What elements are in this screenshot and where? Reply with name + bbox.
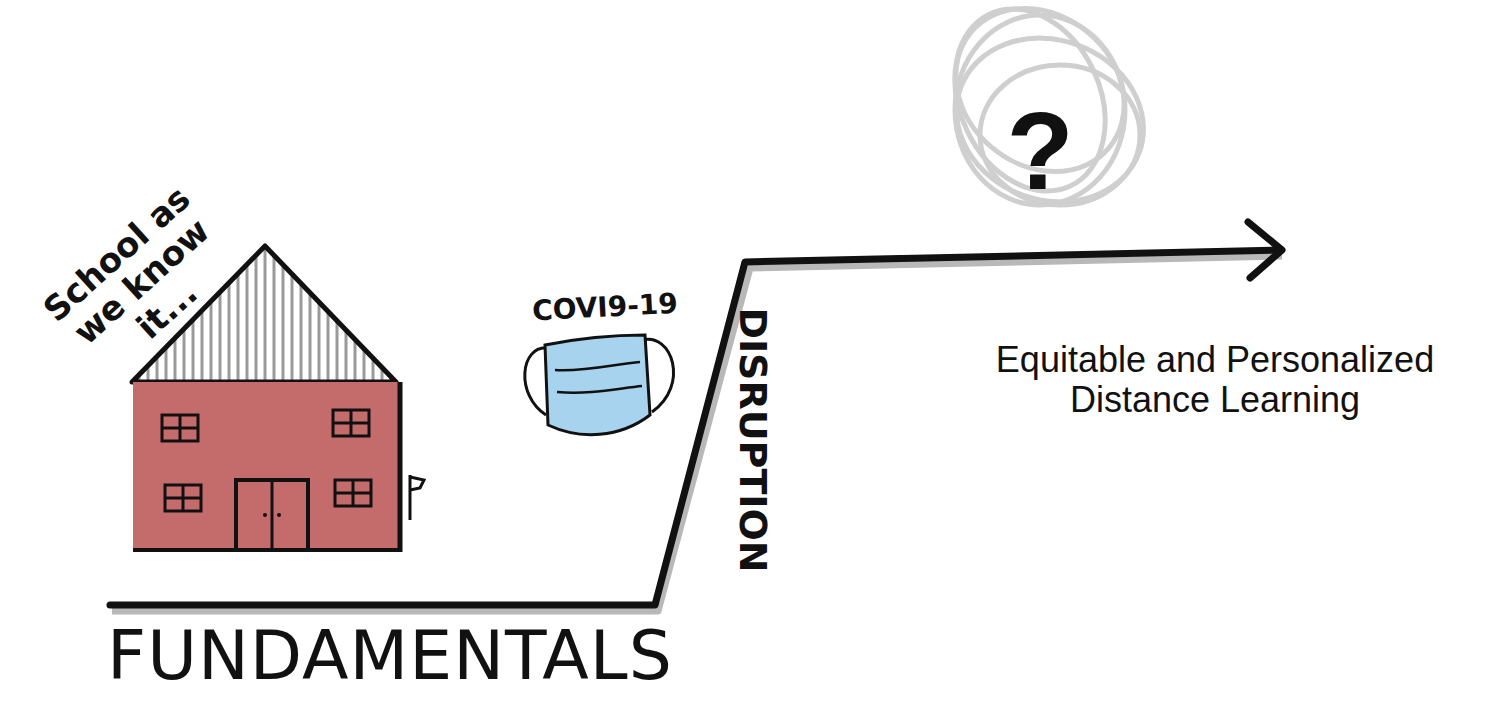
window [162,415,198,441]
mask-body [545,335,650,435]
scribble-loop [926,0,1133,216]
disruption-label: DISRUPTION [731,280,773,600]
scribble-cloud [923,0,1167,228]
window [165,485,201,511]
flag-pole [409,475,412,520]
window-bar [335,492,371,495]
face-mask [525,335,674,435]
window-bar [333,422,369,425]
house-windows [162,410,371,511]
goal-text: Equitable and Personalized Distance Lear… [945,340,1485,419]
house-door [236,480,308,550]
fundamentals-label: FUNDAMENTALS [80,619,700,694]
window [335,480,371,506]
window-bar [162,427,198,430]
window-bar [165,497,201,500]
mask-pleats [555,362,642,393]
covid-label: COVI9-19 [504,287,705,328]
question-mark: ? [980,90,1100,211]
door-knob [277,513,281,517]
house-edge [398,382,403,552]
house-wall [133,382,400,550]
window [333,410,369,436]
door-split [271,482,274,550]
house-edge [133,548,400,552]
mask-pleat [555,362,640,370]
flag [410,475,424,520]
flag-cloth [410,477,424,490]
door-knob [263,513,267,517]
mask-pleat [557,386,642,393]
door-frame [236,480,308,550]
arrow-head [1248,222,1282,278]
